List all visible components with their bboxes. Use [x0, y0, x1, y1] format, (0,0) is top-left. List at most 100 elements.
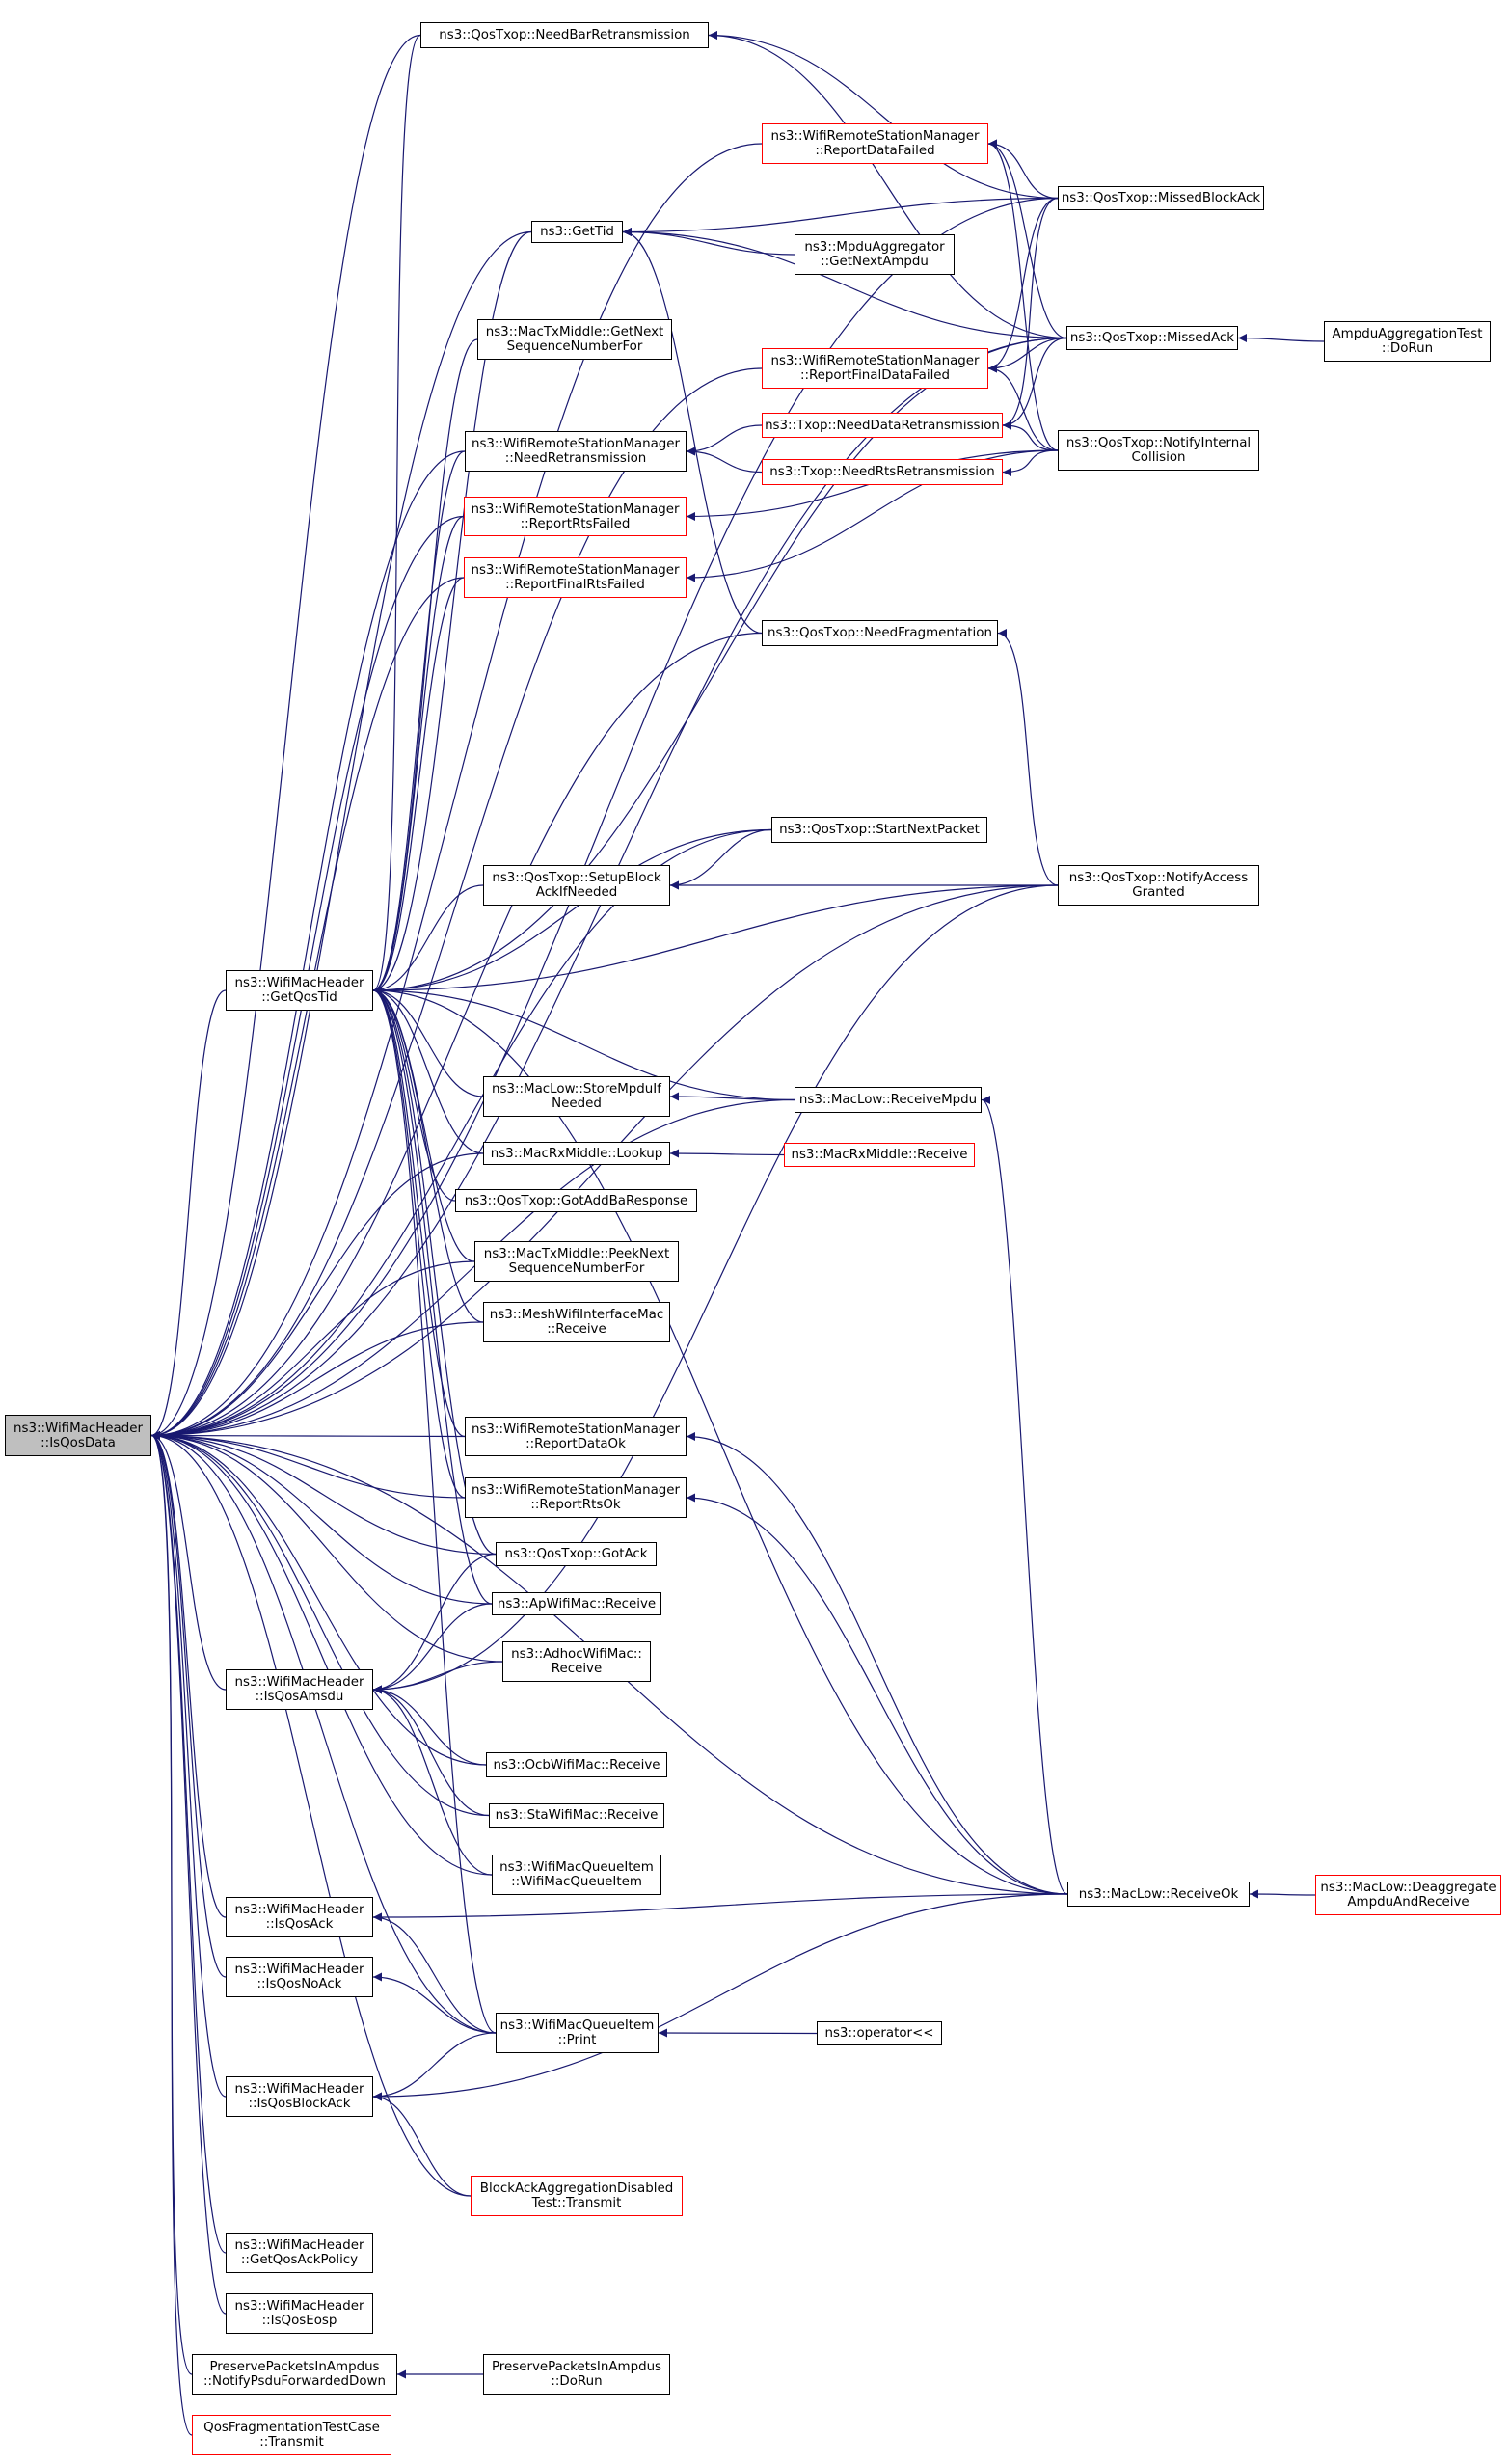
edge-needbar-to-getqostid	[372, 34, 421, 995]
node-ma[interactable]: ns3::QosTxop::MissedAck	[1066, 326, 1238, 350]
node-label-line: ns3::AdhocWifiMac::	[511, 1647, 642, 1662]
node-label-line: ns3::QosTxop::SetupBlock	[492, 871, 661, 885]
node-rxrecv[interactable]: ns3::MacRxMiddle::Receive	[784, 1143, 975, 1167]
edge-needfrag-to-gettid	[622, 228, 763, 635]
edge-notifyint-to-rdf	[987, 139, 1059, 451]
node-rrf[interactable]: ns3::WifiRemoteStationManager::ReportRts…	[464, 497, 687, 536]
edge-queueitem-to-isamsdu	[372, 1685, 493, 1876]
node-isqosnoack[interactable]: ns3::WifiMacHeader::IsQosNoAck	[226, 1957, 373, 1997]
node-lookup[interactable]: ns3::MacRxMiddle::Lookup	[483, 1142, 670, 1165]
edge-notifyacc-to-isamsdu	[372, 884, 1059, 1694]
node-label-line: ::ReportDataOk	[525, 1436, 626, 1451]
node-iseosp[interactable]: ns3::WifiMacHeader::IsQosEosp	[226, 2293, 373, 2334]
node-print[interactable]: ns3::WifiMacQueueItem::Print	[496, 2013, 659, 2053]
edge-ma-to-needbar	[708, 31, 1067, 339]
node-mba[interactable]: ns3::QosTxop::MissedBlockAck	[1058, 186, 1264, 210]
node-ocb[interactable]: ns3::OcbWifiMac::Receive	[486, 1752, 667, 1777]
node-ampdutest[interactable]: AmpduAggregationTest::DoRun	[1324, 321, 1491, 362]
node-rffd[interactable]: ns3::WifiRemoteStationManager::ReportFin…	[762, 348, 988, 389]
node-startnext[interactable]: ns3::QosTxop::StartNextPacket	[771, 817, 987, 843]
edge-print-to-focus	[150, 1431, 497, 2034]
node-preserve[interactable]: PreservePacketsInAmpdus::NotifyPsduForwa…	[192, 2354, 397, 2395]
node-label-line: ns3::MacRxMiddle::Receive	[791, 1148, 968, 1162]
node-isqosba[interactable]: ns3::WifiMacHeader::IsQosBlockAck	[226, 2076, 373, 2117]
node-rdf[interactable]: ns3::WifiRemoteStationManager::ReportDat…	[762, 123, 988, 164]
node-label-line: SequenceNumberFor	[508, 1261, 645, 1276]
node-label-line: ns3::WifiRemoteStationManager	[471, 437, 681, 451]
node-recvok[interactable]: ns3::MacLow::ReceiveOk	[1067, 1882, 1250, 1907]
edge-mba-to-rffd	[987, 197, 1059, 373]
node-getqostid[interactable]: ns3::WifiMacHeader::GetQosTid	[226, 970, 373, 1011]
node-label-line: ns3::WifiRemoteStationManager	[471, 1483, 681, 1498]
node-gotack[interactable]: ns3::QosTxop::GotAck	[496, 1542, 657, 1566]
node-needdata[interactable]: ns3::Txop::NeedDataRetransmission	[762, 413, 1003, 438]
node-queueitem[interactable]: ns3::WifiMacQueueItem::WifiMacQueueItem	[492, 1855, 661, 1895]
node-label-line: ns3::MacLow::Deaggregate	[1320, 1881, 1496, 1895]
node-label-line: ::IsQosAmsdu	[255, 1690, 344, 1704]
node-preserverun[interactable]: PreservePacketsInAmpdus::DoRun	[483, 2354, 670, 2395]
node-mesh[interactable]: ns3::MeshWifiInterfaceMac::Receive	[483, 1302, 670, 1342]
node-operator[interactable]: ns3::operator<<	[817, 2021, 942, 2045]
edge-mesh-to-focus	[150, 1321, 484, 1440]
node-label-line: Receive	[551, 1662, 603, 1676]
node-sta[interactable]: ns3::StaWifiMac::Receive	[489, 1803, 664, 1828]
node-ap[interactable]: ns3::ApWifiMac::Receive	[492, 1592, 661, 1615]
edge-rrok-to-focus	[150, 1431, 466, 1499]
node-recvmpdu[interactable]: ns3::MacLow::ReceiveMpdu	[795, 1087, 982, 1113]
edge-print-to-isqosnoack	[372, 1972, 497, 2034]
node-qosfrag[interactable]: QosFragmentationTestCase::Transmit	[192, 2415, 391, 2455]
node-label-line: ns3::WifiMacQueueItem	[499, 1860, 654, 1875]
node-label-line: PreservePacketsInAmpdus	[491, 2360, 662, 2374]
node-label-line: ns3::WifiRemoteStationManager	[471, 1422, 681, 1437]
node-rfrf[interactable]: ns3::WifiRemoteStationManager::ReportFin…	[464, 557, 687, 598]
node-label-line: ns3::WifiMacHeader	[13, 1421, 143, 1436]
node-label-line: ::ReportRtsFailed	[520, 516, 631, 531]
node-adhoc[interactable]: ns3::AdhocWifiMac::Receive	[502, 1641, 651, 1682]
node-label-line: ::ReportRtsOk	[530, 1498, 621, 1512]
node-label-line: ::GetNextAmpdu	[821, 255, 929, 269]
node-label-line: ns3::Txop::NeedDataRetransmission	[765, 418, 1000, 433]
node-isqosack[interactable]: ns3::WifiMacHeader::IsQosAck	[226, 1897, 373, 1937]
node-label-line: ::ReportFinalRtsFailed	[505, 578, 645, 592]
node-gotaddba[interactable]: ns3::QosTxop::GotAddBaResponse	[455, 1189, 697, 1212]
edge-badisabled-to-focus	[150, 1431, 472, 2197]
node-label-line: ns3::Txop::NeedRtsRetransmission	[769, 465, 995, 479]
node-rrok[interactable]: ns3::WifiRemoteStationManager::ReportRts…	[465, 1477, 687, 1518]
edge-ap-to-getqostid	[372, 986, 493, 1605]
node-label-line: ns3::MpduAggregator	[804, 240, 945, 255]
node-needfrag[interactable]: ns3::QosTxop::NeedFragmentation	[762, 620, 998, 646]
node-mpdu[interactable]: ns3::MpduAggregator::GetNextAmpdu	[795, 234, 955, 275]
edge-rrf-to-getqostid	[372, 515, 465, 995]
edge-rdok-to-focus	[150, 1431, 466, 1441]
node-label-line: ::GetQosAckPolicy	[240, 2253, 359, 2267]
node-isamsdu[interactable]: ns3::WifiMacHeader::IsQosAmsdu	[226, 1669, 373, 1710]
node-label-line: ns3::StaWifiMac::Receive	[495, 1808, 659, 1823]
edge-peek-to-focus	[150, 1260, 475, 1440]
node-needbar[interactable]: ns3::QosTxop::NeedBarRetransmission	[420, 22, 709, 48]
node-label-line: ns3::ApWifiMac::Receive	[497, 1596, 657, 1611]
edge-ap-to-focus	[150, 1431, 493, 1605]
node-gettid[interactable]: ns3::GetTid	[531, 221, 623, 243]
node-needretx[interactable]: ns3::WifiRemoteStationManager::NeedRetra…	[465, 431, 687, 472]
edge-ma-to-gettid	[622, 228, 1067, 339]
node-label-line: ns3::MacTxMiddle::GetNext	[485, 325, 664, 339]
edge-ocb-to-focus	[150, 1431, 487, 1766]
edge-print-to-getqostid	[372, 986, 497, 2034]
node-rdok[interactable]: ns3::WifiRemoteStationManager::ReportDat…	[465, 1417, 687, 1456]
node-label-line: ns3::MacLow::ReceiveMpdu	[798, 1093, 978, 1107]
node-label-line: ::IsQosData	[40, 1435, 116, 1450]
edge-needretx-to-focus	[150, 450, 466, 1440]
node-getackpolicy[interactable]: ns3::WifiMacHeader::GetQosAckPolicy	[226, 2233, 373, 2273]
node-label-line: ns3::QosTxop::MissedAck	[1069, 331, 1235, 345]
edge-mpdu-to-gettid	[622, 228, 795, 256]
node-label-line: ::DoRun	[551, 2374, 603, 2389]
node-needrts[interactable]: ns3::Txop::NeedRtsRetransmission	[762, 459, 1003, 485]
